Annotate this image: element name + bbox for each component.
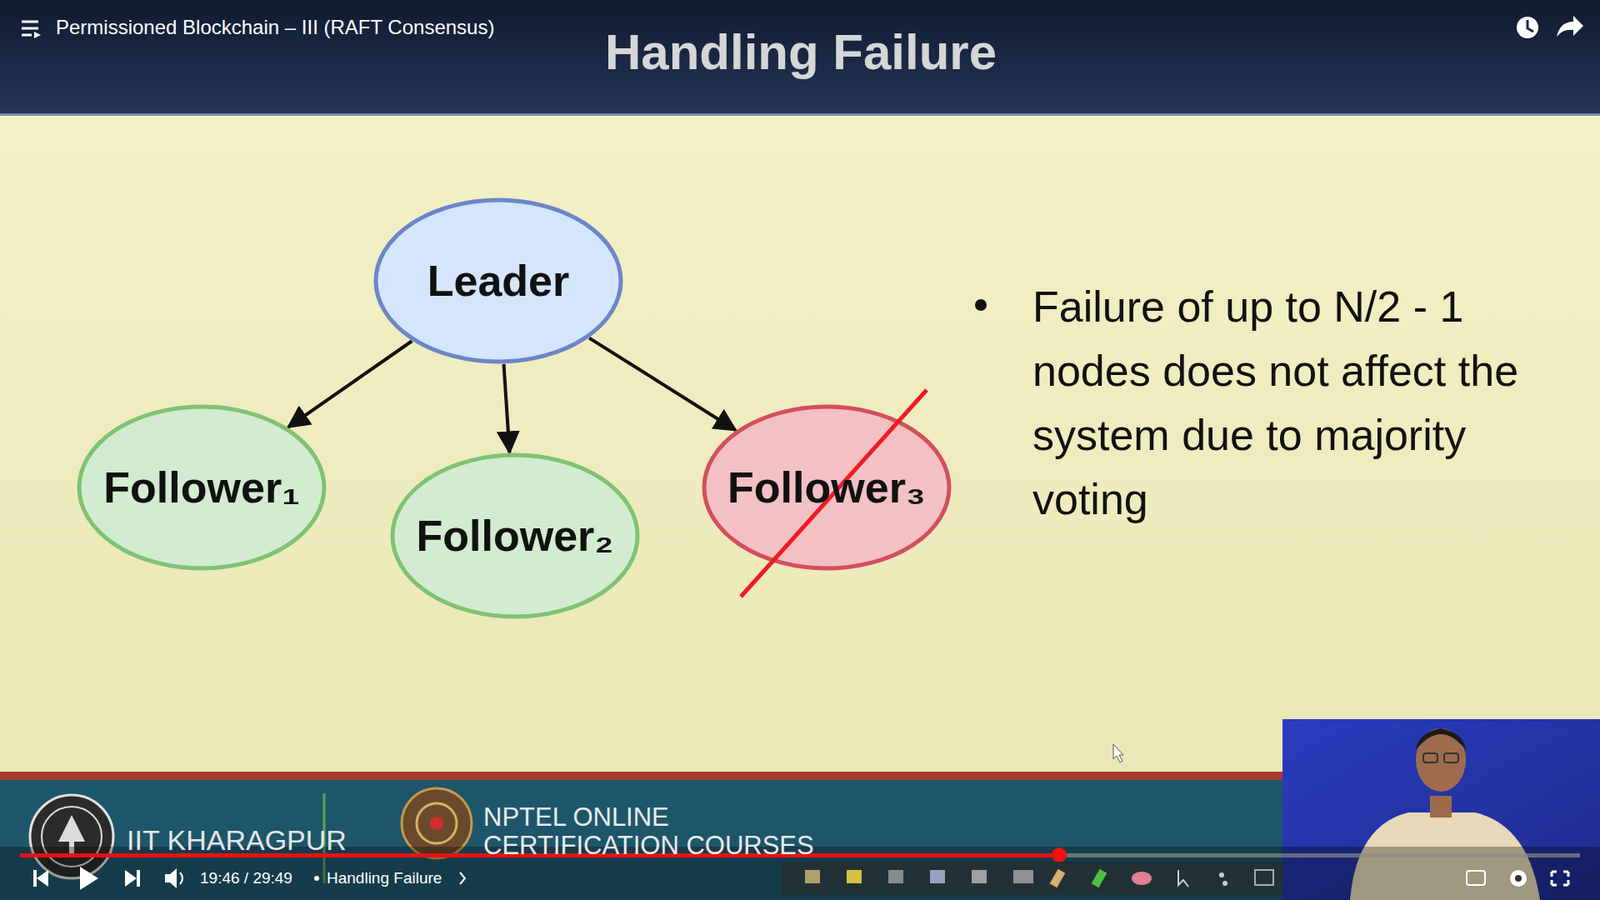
node-label: Leader xyxy=(427,255,570,306)
arrow-connector xyxy=(288,340,413,428)
node-label: Follower₃ xyxy=(727,462,926,513)
mouse-pointer xyxy=(1113,744,1124,763)
video-title: Permissioned Blockchain – III (RAFT Cons… xyxy=(55,15,495,40)
ellipse-shape xyxy=(375,200,621,362)
institute-name: IIT KHARAGPUR xyxy=(126,823,347,857)
bullet-dot xyxy=(975,299,987,311)
share-icon xyxy=(1556,15,1584,37)
ellipse-shape xyxy=(704,406,950,569)
node-label: Follower₁ xyxy=(103,462,300,513)
leader-node: Leader xyxy=(373,197,624,365)
title-bar-rule xyxy=(0,113,1600,116)
right-controls xyxy=(1466,870,1569,887)
annotation-toolbar xyxy=(781,861,1284,895)
follower-node: Follower₂ xyxy=(390,452,640,620)
band-stripe xyxy=(0,771,1284,780)
failed-follower-node: Follower₃ xyxy=(701,404,952,571)
ellipse-shape xyxy=(79,406,325,569)
title-bar xyxy=(0,0,1600,115)
bullet-text: Failure of up to N/2 - 1 nodes does not … xyxy=(1032,275,1566,532)
cross-out-line xyxy=(740,390,927,597)
progress-handle xyxy=(1051,847,1067,863)
chapter-name: Handling Failure xyxy=(326,868,442,889)
slide-title: Handling Failure xyxy=(605,23,997,81)
arrow-connector xyxy=(589,338,736,431)
time-display: 19:46 / 29:49 xyxy=(200,868,293,889)
ellipse-shape xyxy=(392,455,638,617)
player-controls xyxy=(33,866,465,890)
course-name: NPTEL ONLINE CERTIFICATION COURSES xyxy=(483,803,850,860)
arrow-connector xyxy=(504,364,510,453)
follower-node: Follower₁ xyxy=(76,404,327,571)
clock-icon xyxy=(1516,16,1539,39)
menu-icon xyxy=(21,21,41,39)
node-label: Follower₂ xyxy=(416,510,615,561)
